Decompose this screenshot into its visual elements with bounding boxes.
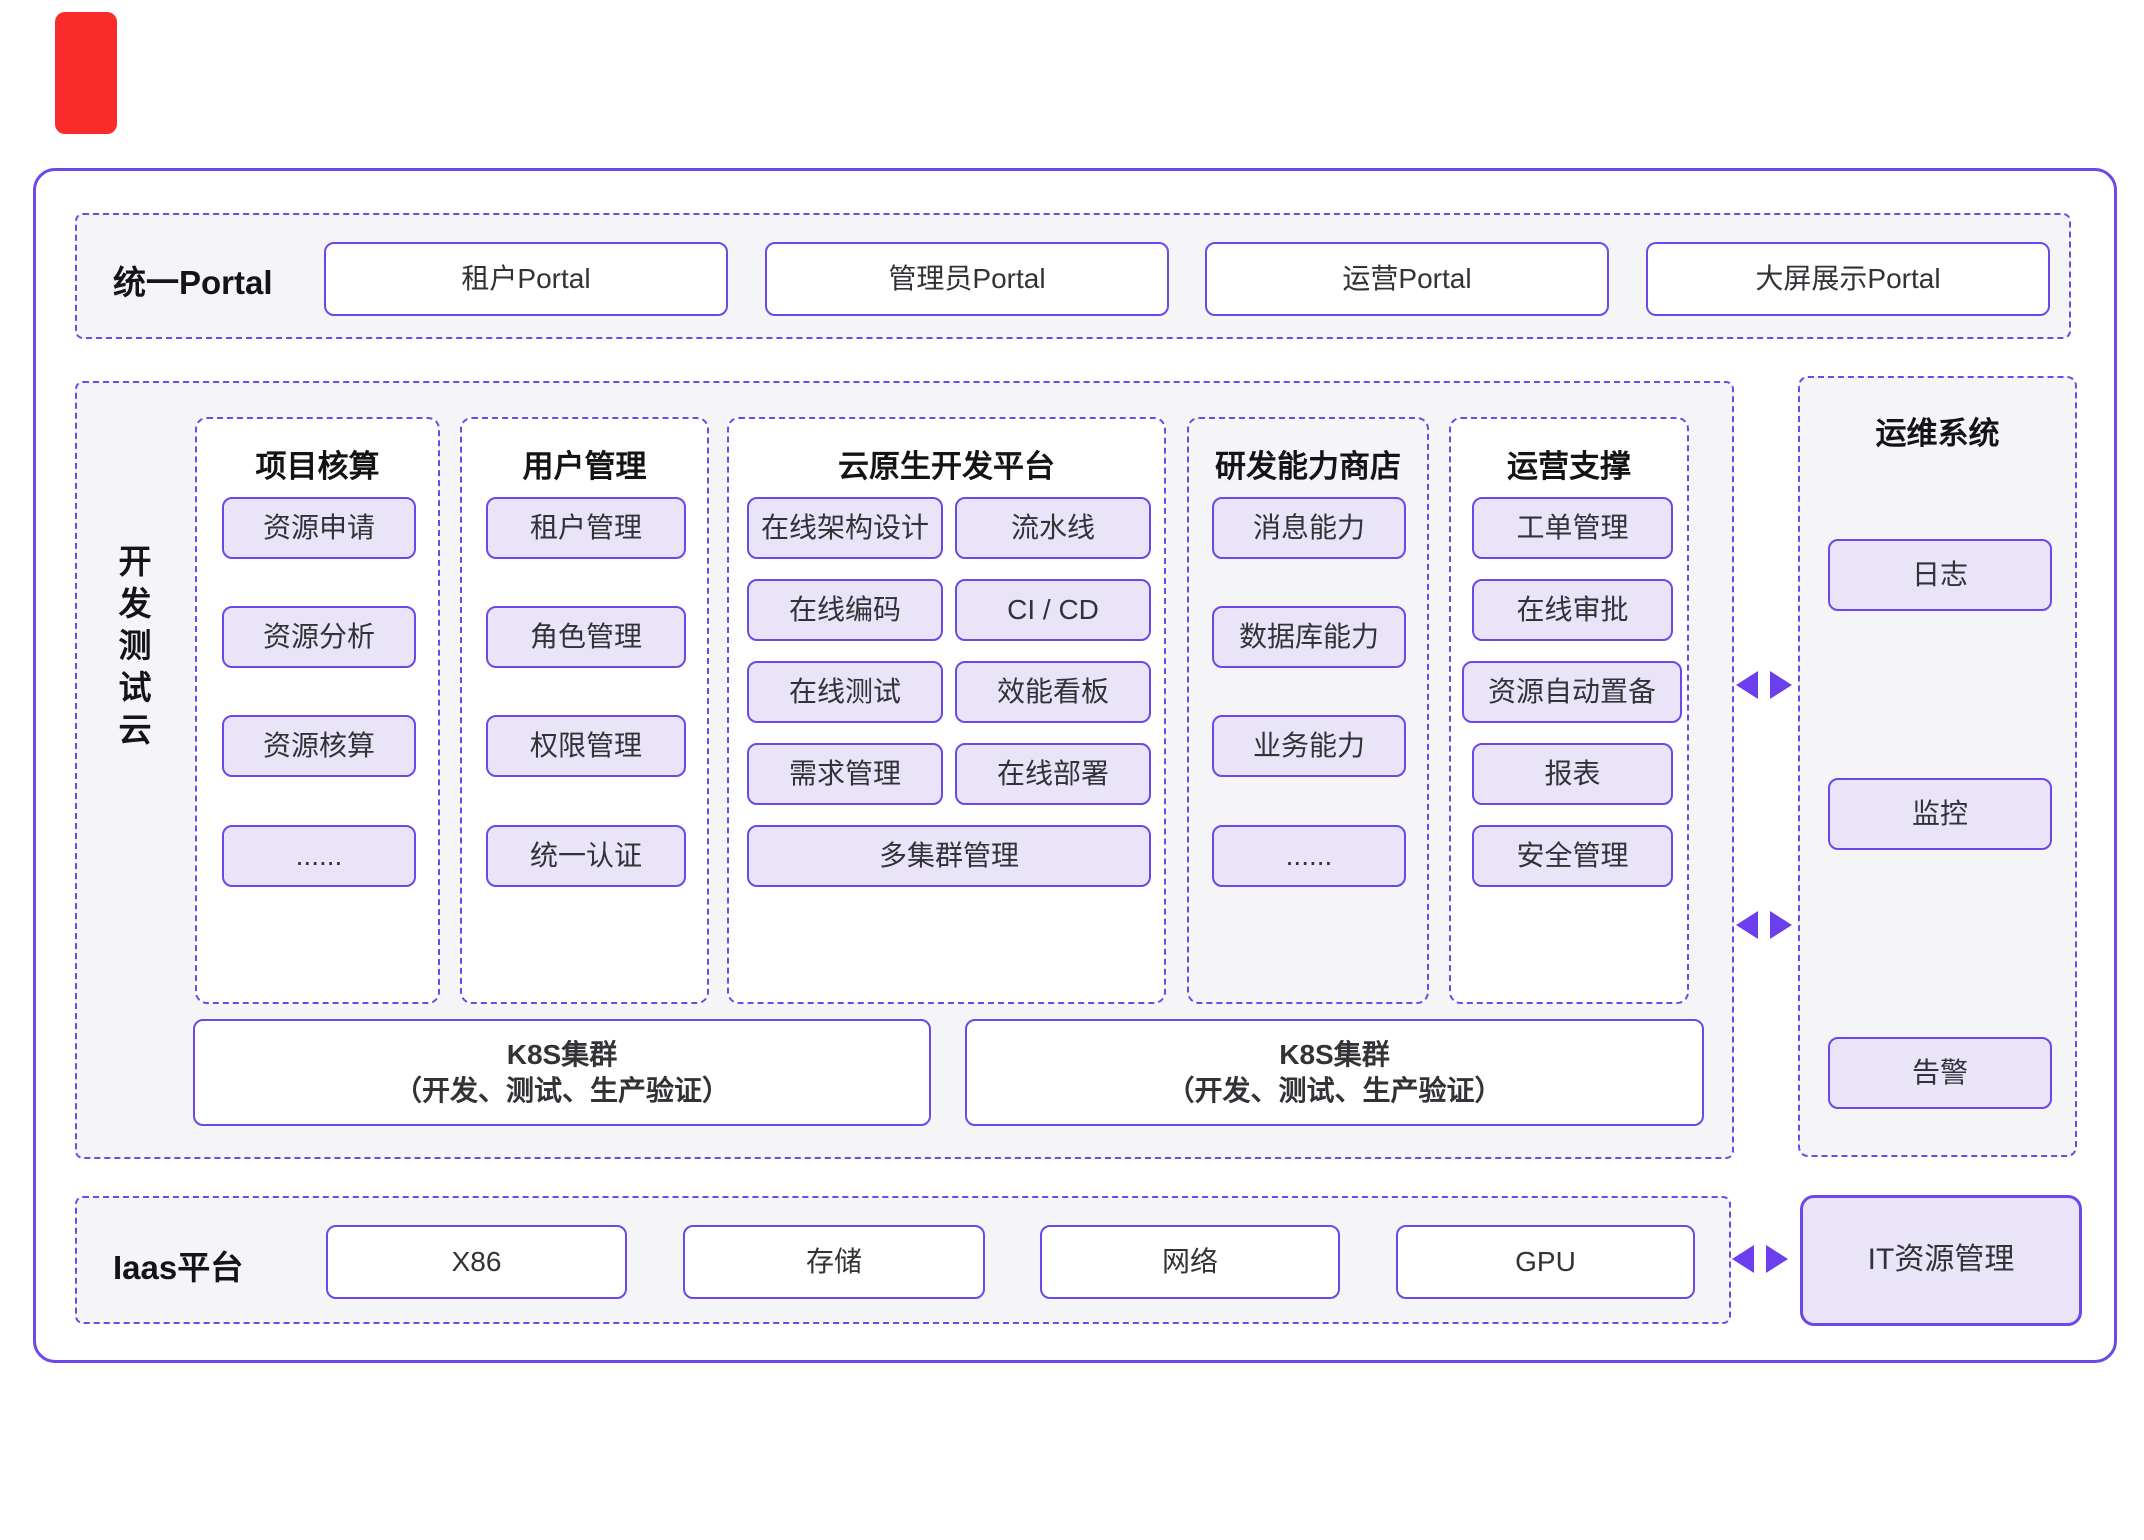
diagram-node: 资源申请 [222, 497, 416, 559]
diagram-node: 在线架构设计 [747, 497, 943, 559]
link-arrows-devcloud-ops-1 [1736, 671, 1792, 699]
diagram-node: 工单管理 [1472, 497, 1673, 559]
column-title: 研发能力商店 [1215, 449, 1401, 484]
link-arrows-iaas-itresource [1732, 1245, 1788, 1273]
arrow-right-icon [1770, 911, 1792, 939]
arrow-left-icon [1736, 671, 1758, 699]
vlabel-char: 测 [118, 627, 152, 664]
column-project-accounting: 项目核算 资源申请 资源分析 资源核算 ...... [195, 417, 440, 1004]
diagram-node: 租户管理 [486, 497, 686, 559]
diagram-node: 在线编码 [747, 579, 943, 641]
diagram-node: 资源分析 [222, 606, 416, 668]
iaas-node-gpu: GPU [1396, 1225, 1695, 1299]
platform-outer-frame: 统一Portal 租户Portal 管理员Portal 运营Portal 大屏展… [33, 168, 2117, 1363]
diagram-node: 安全管理 [1472, 825, 1673, 887]
diagram-node: 在线审批 [1472, 579, 1673, 641]
column-user-management: 用户管理 租户管理 角色管理 权限管理 统一认证 [460, 417, 709, 1004]
column-title: 用户管理 [522, 449, 647, 484]
iaas-node-storage: 存储 [683, 1225, 985, 1299]
diagram-node: 监控 [1828, 778, 2052, 850]
unified-portal-section: 统一Portal 租户Portal 管理员Portal 运营Portal 大屏展… [75, 213, 2071, 339]
diagram-node: 权限管理 [486, 715, 686, 777]
red-corner-marker [55, 12, 117, 134]
dev-test-cloud-label: 开 发 测 试 云 [115, 541, 155, 751]
diagram-node: 需求管理 [747, 743, 943, 805]
diagram-node: 流水线 [955, 497, 1151, 559]
ops-system-panel: 运维系统 日志 监控 告警 [1798, 376, 2077, 1157]
arrow-left-icon [1732, 1245, 1754, 1273]
diagram-node: ...... [1212, 825, 1406, 887]
diagram-node: 数据库能力 [1212, 606, 1406, 668]
diagram-node: CI / CD [955, 579, 1151, 641]
portal-admin: 管理员Portal [765, 242, 1169, 316]
portal-operation: 运营Portal [1205, 242, 1609, 316]
vlabel-char: 试 [118, 669, 152, 706]
diagram-node: 在线测试 [747, 661, 943, 723]
k8s-cluster-box: K8S集群 （开发、测试、生产验证） [965, 1019, 1704, 1126]
column-title: 云原生开发平台 [838, 449, 1055, 484]
dev-test-cloud-section: 开 发 测 试 云 项目核算 资源申请 资源分析 资源核算 ...... 用户管… [75, 381, 1734, 1159]
link-arrows-devcloud-ops-2 [1736, 911, 1792, 939]
diagram-node: 角色管理 [486, 606, 686, 668]
portal-tenant: 租户Portal [324, 242, 728, 316]
it-resource-management-box: IT资源管理 [1800, 1195, 2082, 1326]
k8s-cluster-box: K8S集群 （开发、测试、生产验证） [193, 1019, 931, 1126]
arrow-left-icon [1736, 911, 1758, 939]
iaas-section: Iaas平台 X86 存储 网络 GPU [75, 1196, 1731, 1324]
diagram-node: 消息能力 [1212, 497, 1406, 559]
iaas-node-network: 网络 [1040, 1225, 1340, 1299]
diagram-node: 资源核算 [222, 715, 416, 777]
column-title: 运营支撑 [1507, 449, 1631, 484]
diagram-node: 效能看板 [955, 661, 1151, 723]
diagram-node: 资源自动置备 [1462, 661, 1682, 723]
k8s-title: K8S集群 [1279, 1038, 1390, 1070]
portal-bigscreen: 大屏展示Portal [1646, 242, 2050, 316]
diagram-node-wide: 多集群管理 [747, 825, 1151, 887]
vlabel-char: 云 [118, 711, 152, 748]
column-operation-support: 运营支撑 工单管理 在线审批 资源自动置备 报表 安全管理 [1449, 417, 1689, 1004]
diagram-node: 日志 [1828, 539, 2052, 611]
k8s-title: K8S集群 [506, 1038, 618, 1070]
portal-section-label: 统一Portal [113, 264, 273, 301]
arrow-right-icon [1770, 671, 1792, 699]
diagram-node: 报表 [1472, 743, 1673, 805]
ops-system-title: 运维系统 [1875, 416, 2000, 451]
iaas-node-x86: X86 [326, 1225, 627, 1299]
vlabel-char: 开 [118, 543, 152, 580]
column-capability-store: 研发能力商店 消息能力 数据库能力 业务能力 ...... [1187, 417, 1429, 1004]
k8s-subtitle: （开发、测试、生产验证） [1166, 1074, 1503, 1106]
arrow-right-icon [1766, 1245, 1788, 1273]
k8s-subtitle: （开发、测试、生产验证） [393, 1074, 730, 1106]
diagram-node: ...... [222, 825, 416, 887]
column-title: 项目核算 [255, 449, 380, 484]
diagram-node: 告警 [1828, 1037, 2052, 1109]
diagram-node: 业务能力 [1212, 715, 1406, 777]
diagram-node: 统一认证 [486, 825, 686, 887]
vlabel-char: 发 [118, 585, 152, 622]
column-cloud-native-platform: 云原生开发平台 在线架构设计 流水线 在线编码 CI / CD 在线测试 效能看… [727, 417, 1166, 1004]
diagram-node: 在线部署 [955, 743, 1151, 805]
iaas-label: Iaas平台 [113, 1249, 244, 1286]
